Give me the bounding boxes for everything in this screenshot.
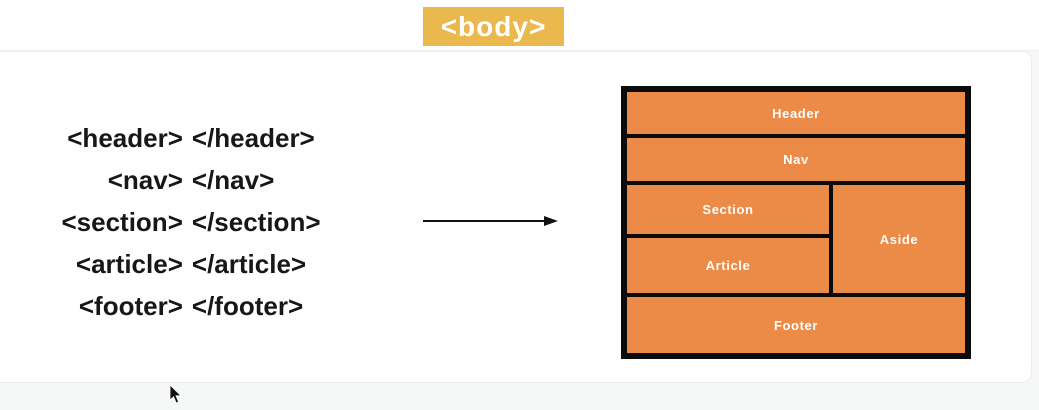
diagram-article-label: Article xyxy=(705,258,751,273)
diagram-aside-box: Aside xyxy=(833,185,965,293)
code-line-article: <article> </article> xyxy=(26,243,356,285)
code-tag-list: <header> </header> <nav> </nav> <section… xyxy=(26,117,356,327)
diagram-header-box: Header xyxy=(627,92,965,134)
code-line-nav: <nav> </nav> xyxy=(26,159,356,201)
code-line-footer: <footer> </footer> xyxy=(26,285,356,327)
section-close-tag: </section> xyxy=(191,206,321,237)
nav-open-tag: <nav> xyxy=(107,164,183,195)
footer-close-tag: </footer> xyxy=(191,290,304,321)
diagram-footer-box: Footer xyxy=(627,297,965,353)
diagram-footer-label: Footer xyxy=(773,317,819,333)
diagram-section-label: Section xyxy=(702,202,754,217)
layout-diagram: Header Nav Section Aside Article Footer xyxy=(621,86,971,359)
diagram-article-box: Article xyxy=(627,238,829,293)
article-open-tag: <article> xyxy=(75,248,183,279)
code-line-section: <section> </section> xyxy=(26,201,356,243)
diagram-nav-box: Nav xyxy=(627,138,965,181)
code-line-header: <header> </header> xyxy=(26,117,356,159)
section-open-tag: <section> xyxy=(61,206,183,237)
article-close-tag: </article> xyxy=(191,248,307,279)
diagram-aside-label: Aside xyxy=(879,231,919,247)
body-tag-label: <body> xyxy=(440,10,547,42)
diagram-header-label: Header xyxy=(772,105,820,121)
footer-open-tag: <footer> xyxy=(78,290,183,321)
body-tag-badge: <body> xyxy=(423,7,564,46)
mouse-cursor-icon xyxy=(169,385,182,404)
right-arrow-icon xyxy=(423,216,558,226)
header-close-tag: </header> xyxy=(191,122,315,153)
diagram-nav-label: Nav xyxy=(783,152,809,167)
nav-close-tag: </nav> xyxy=(191,164,275,195)
header-open-tag: <header> xyxy=(67,122,183,153)
diagram-section-box: Section xyxy=(627,185,829,234)
